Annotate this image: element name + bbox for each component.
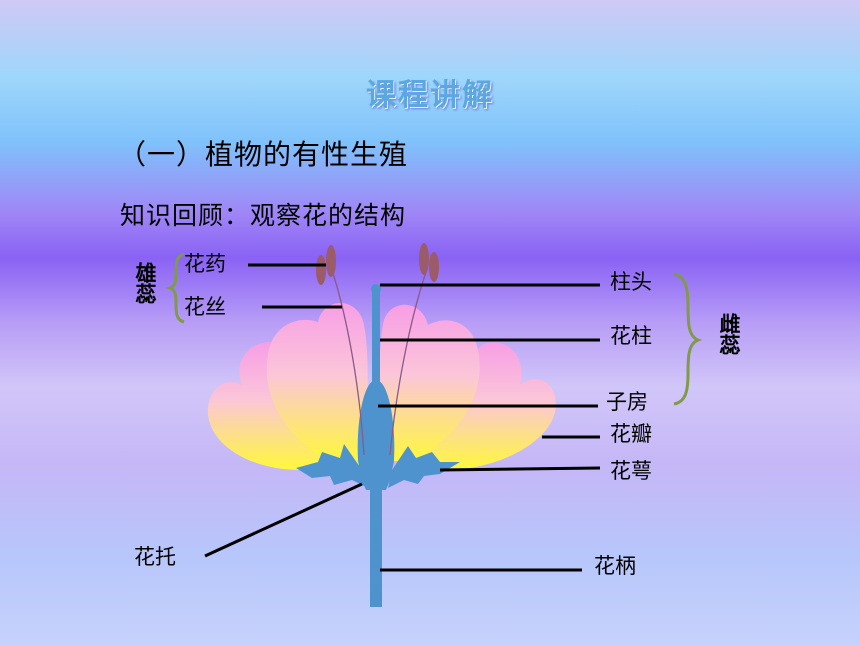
style [372, 290, 380, 385]
pedicel [370, 470, 382, 607]
section-subheading: 知识回顾：观察花的结构 [120, 201, 407, 230]
slide-title: 课程讲解 [366, 78, 494, 113]
anther [316, 255, 326, 285]
label-pedicel: 花柄 [594, 554, 636, 578]
sepal [296, 444, 368, 488]
petal-inner-left [266, 302, 368, 462]
anther [429, 252, 439, 282]
anther [419, 243, 429, 275]
filament [389, 271, 427, 456]
label-anther: 花药 [184, 252, 226, 276]
filament [331, 269, 365, 456]
label-petal: 花瓣 [610, 422, 652, 446]
label-filament: 花丝 [184, 295, 226, 319]
leader-receptacle [204, 482, 363, 558]
label-style: 花柱 [610, 324, 652, 348]
sepal [388, 446, 460, 488]
label-pistil: 雌蕊 [717, 313, 741, 355]
label-stamen: 雄蕊 [133, 262, 157, 304]
stigma [371, 284, 381, 294]
pistil-brace [673, 272, 703, 406]
petal-inner-right [378, 304, 480, 462]
section-heading: （一）植物的有性生殖 [118, 138, 409, 171]
stamen-brace [165, 252, 185, 324]
label-receptacle: 花托 [134, 545, 176, 569]
label-ovary: 子房 [606, 390, 648, 414]
label-sepal: 花萼 [610, 459, 652, 483]
label-stigma: 柱头 [610, 270, 652, 294]
anther [326, 245, 336, 277]
leader-sepal [439, 466, 601, 472]
